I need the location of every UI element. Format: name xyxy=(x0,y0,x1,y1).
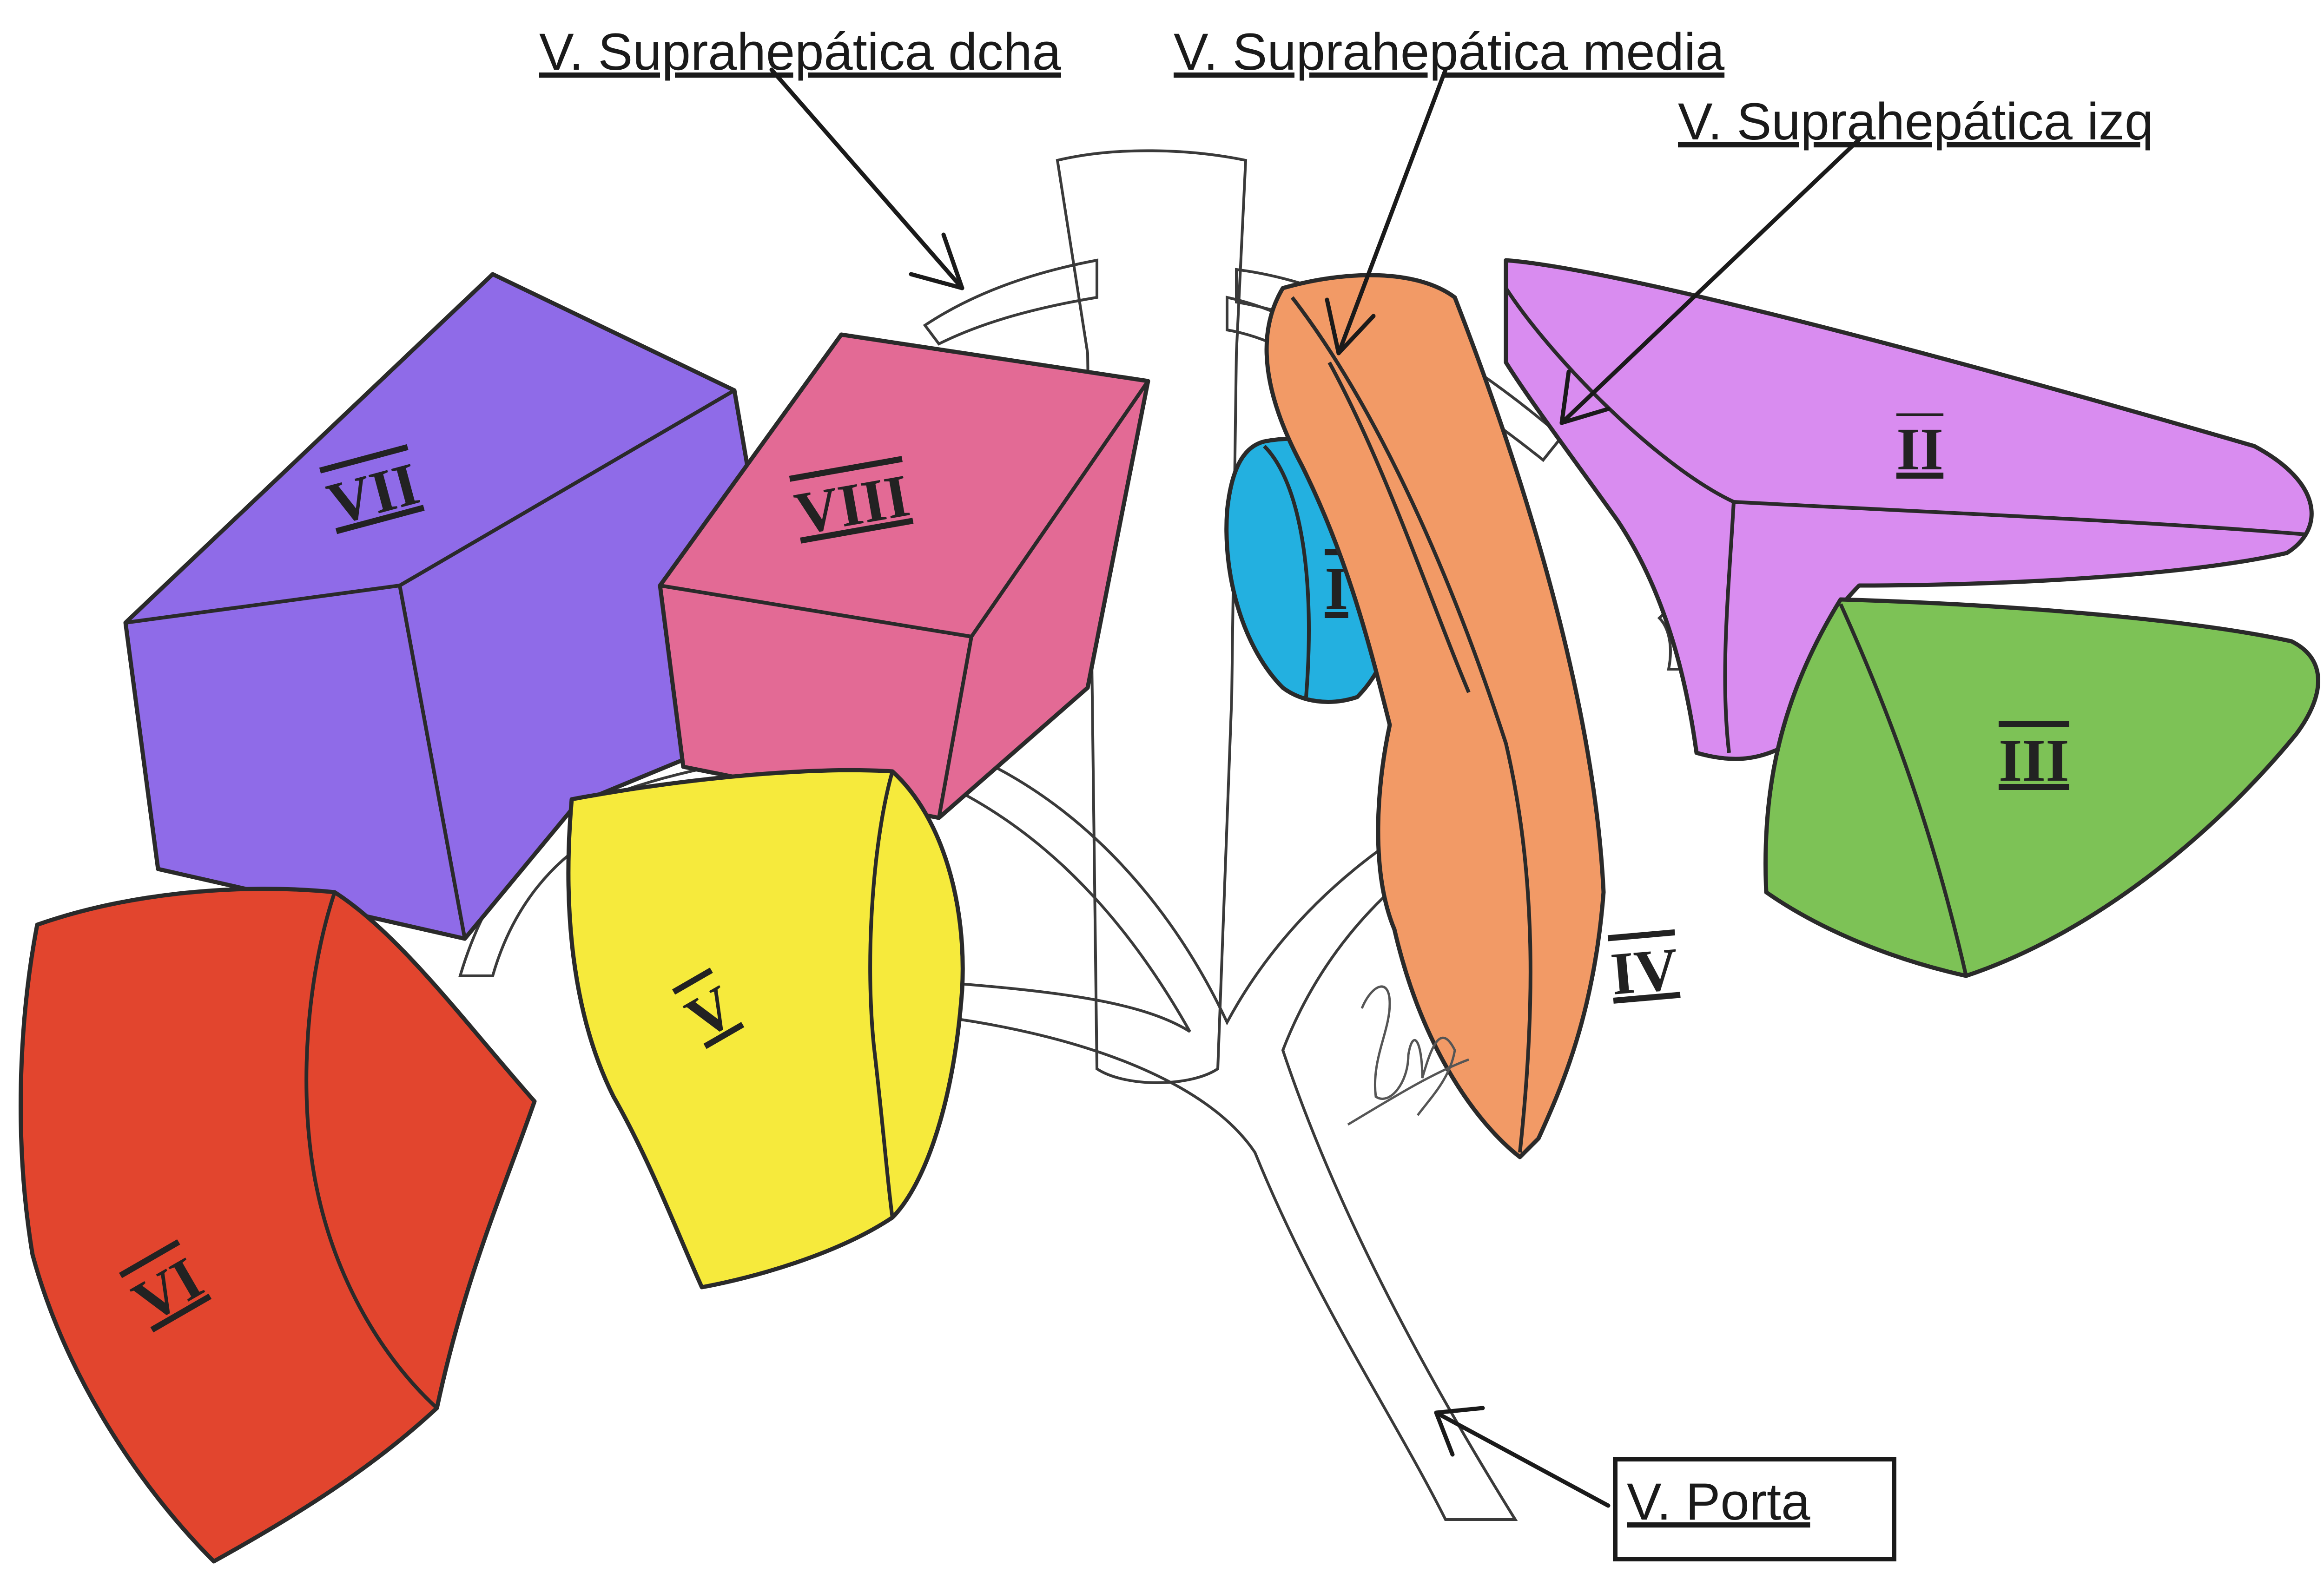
arrow-right-hepatic xyxy=(772,70,962,288)
segment-vi: VI xyxy=(21,889,535,1561)
segment-v: V xyxy=(568,770,963,1288)
segment-iii-label: III xyxy=(1999,727,2069,794)
label-middle-hepatic-vein: V. Suprahepática media xyxy=(1174,23,1725,81)
label-left-hepatic-vein: V. Suprahepática izq xyxy=(1678,92,2153,151)
segment-ii-label: II xyxy=(1896,416,1943,483)
segment-iv-label: IV xyxy=(1608,935,1681,1008)
portal-vein-label-box: V. Porta xyxy=(1615,1459,1894,1559)
arrow-portal-vein xyxy=(1436,1408,1608,1506)
segment-iii: III xyxy=(1766,599,2318,976)
label-portal-vein: V. Porta xyxy=(1627,1473,1810,1531)
label-right-hepatic-vein: V. Suprahepática dcha xyxy=(539,23,1062,81)
